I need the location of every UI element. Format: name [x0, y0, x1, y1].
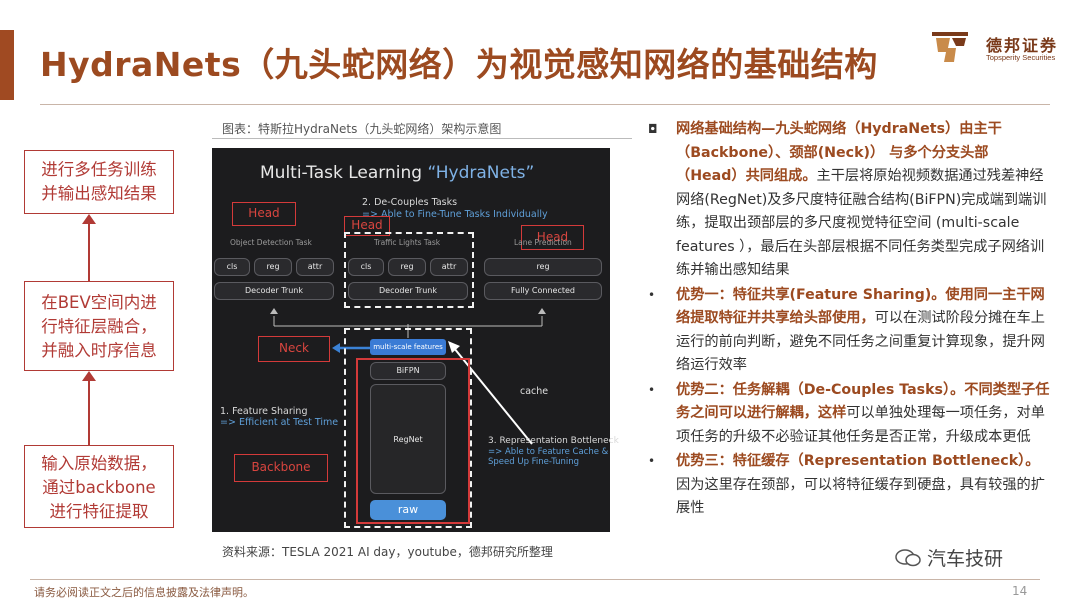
- paragraph-advantage-2-body: 可以单独处理每一项任务，对单项任务的升级不必验证其他任务是否正常，升级成本更低: [676, 405, 1045, 445]
- flow-box-output-line2: 并输出感知结果: [41, 184, 157, 203]
- flow-box-output: 进行多任务训练 并输出感知结果: [24, 150, 174, 214]
- wechat-icon: [895, 549, 921, 567]
- head-label-3: Head: [521, 225, 584, 250]
- head-reg-3: reg: [484, 258, 602, 276]
- bullet-icon: •: [648, 454, 656, 468]
- footer-disclaimer: 请务必阅读正文之后的信息披露及法律声明。: [34, 586, 254, 599]
- figure-title: Multi-Task Learning “HydraNets”: [260, 163, 534, 183]
- figure-connectors: [270, 308, 546, 445]
- flow-box-input-line1: 输入原始数据，: [41, 454, 157, 473]
- flow-box-fusion: 在BEV空间内进 行特征层融合， 并融入时序信息: [24, 281, 174, 371]
- head-attr-2: attr: [430, 258, 468, 276]
- paragraph-advantage-1-bold: 优势一：特征共享(Feature Sharing)。使用同一主干网络提取特征并共…: [676, 286, 1045, 327]
- neck-label: Neck: [258, 336, 330, 362]
- logo-subtext: Topsperity Securities: [986, 53, 1056, 62]
- bullet-icon: •: [648, 382, 656, 397]
- head-reg-2: reg: [388, 258, 426, 276]
- decoder-trunk-1: Decoder Trunk: [214, 282, 334, 300]
- head-reg-1: reg: [254, 258, 292, 276]
- decouple-title: 2. De-Couples Tasks: [362, 197, 458, 208]
- paragraph-structure-body: 主干层将原始视频数据通过残差神经网络(RegNet)及多尺度特征融合结构(BiF…: [676, 168, 1047, 278]
- wechat-watermark: 汽车技研: [895, 544, 1003, 571]
- head-cls-1: cls: [214, 258, 250, 276]
- decouple-subtitle: => Able to Fine-Tune Tasks Individually: [362, 209, 548, 220]
- backbone-red-box: [356, 358, 470, 524]
- backbone-label: Backbone: [234, 454, 328, 482]
- footer-divider: [30, 579, 1040, 580]
- paragraph-advantage-3-bold: 优势三：特征缓存（Representation Bottleneck）。: [676, 453, 1040, 469]
- header-divider: [40, 104, 1050, 105]
- rep-bottleneck-sub1: => Able to Feature Cache &: [488, 447, 609, 457]
- flow-box-input-line2: 通过backbone: [42, 478, 156, 497]
- backbone-dashed-box: [344, 328, 472, 528]
- flow-line-2: [88, 381, 90, 445]
- flow-box-input: 输入原始数据， 通过backbone 进行特征提取: [24, 445, 174, 528]
- feature-sharing-title: 1. Feature Sharing: [220, 406, 308, 417]
- figure-caption: 图表：特斯拉HydraNets（九头蛇网络）架构示意图: [222, 122, 502, 136]
- flow-box-fusion-line3: 并融入时序信息: [41, 341, 157, 360]
- page-number: 14: [1012, 584, 1028, 598]
- paragraph-structure-bold: 网络基础结构—九头蛇网络（HydraNets）由主干（Backbone）、颈部(…: [676, 121, 1002, 184]
- figure-title-main: Multi-Task Learning: [260, 163, 428, 183]
- flow-box-fusion-line1: 在BEV空间内进: [41, 293, 157, 312]
- hydranets-figure: Multi-Task Learning “HydraNets” 2. De-Co…: [212, 148, 619, 532]
- task-label-traffic: Traffic Lights Task: [374, 238, 441, 247]
- head-label-1: Head: [232, 202, 296, 226]
- multiscale-features-block: multi-scale features: [370, 339, 446, 355]
- cache-label: cache: [520, 386, 549, 397]
- title-accent-bar: [0, 30, 14, 100]
- flow-box-output-line1: 进行多任务训练: [41, 160, 157, 179]
- task-label-lane: Lane Prediction: [514, 238, 572, 247]
- paragraph-advantage-1-body: 可以在测试阶段分摊在车上运行的前向判断，避免不同任务之间重复计算现象，提升网络运…: [676, 310, 1045, 373]
- raw-input-block: raw: [370, 500, 446, 520]
- regnet-block: RegNet: [370, 384, 446, 494]
- bullet-icon: •: [648, 287, 656, 302]
- logo-icon: [932, 32, 968, 62]
- head-cls-2: cls: [348, 258, 384, 276]
- paragraph-advantage-3-body: 因为这里存在颈部，可以将特征缓存到硬盘，具有较强的扩展性: [676, 476, 1045, 517]
- explanation-text: ◘ 网络基础结构—九头蛇网络（HydraNets）由主干（Backbone）、颈…: [648, 118, 1050, 522]
- logo-text: 德邦证券: [986, 36, 1059, 55]
- square-bullet-icon: ◘: [648, 122, 658, 136]
- figure-source: 资料来源：TESLA 2021 AI day，youtube，德邦研究所整理: [222, 545, 553, 559]
- page-title: HydraNets（九头蛇网络）为视觉感知网络的基础结构: [40, 45, 878, 84]
- paragraph-advantage-2: • 优势二：任务解耦（De-Couples Tasks）。不同类型子任务之间可以…: [648, 379, 1050, 450]
- paragraph-structure: ◘ 网络基础结构—九头蛇网络（HydraNets）由主干（Backbone）、颈…: [648, 118, 1050, 283]
- flow-line-1: [88, 224, 90, 281]
- paragraph-advantage-1: • 优势一：特征共享(Feature Sharing)。使用同一主干网络提取特征…: [648, 284, 1050, 378]
- flow-arrow-up-2: [82, 371, 96, 381]
- wechat-account-name: 汽车技研: [927, 548, 1004, 570]
- head-label-2: Head: [344, 216, 390, 236]
- head-attr-1: attr: [296, 258, 334, 276]
- flow-arrow-up-1: [82, 214, 96, 224]
- caption-divider: [212, 138, 632, 139]
- fully-connected: Fully Connected: [484, 282, 602, 300]
- figure-title-quote: “HydraNets”: [427, 163, 535, 183]
- flow-box-fusion-line2: 行特征层融合，: [41, 317, 157, 336]
- paragraph-advantage-2-bold: 优势二：任务解耦（De-Couples Tasks）。不同类型子任务之间可以进行…: [676, 381, 1050, 422]
- paragraph-advantage-3: • 优势三：特征缓存（Representation Bottleneck）。因为…: [648, 450, 1050, 521]
- flow-box-input-line3: 进行特征提取: [49, 502, 149, 521]
- task-label-object: Object Detection Task: [230, 238, 312, 247]
- decoder-trunk-2: Decoder Trunk: [348, 282, 468, 300]
- rep-bottleneck-title: 3. Representation Bottleneck: [488, 436, 619, 446]
- feature-sharing-subtitle: => Efficient at Test Time: [220, 417, 339, 428]
- rep-bottleneck-sub2: Speed Up Fine-Tuning: [488, 457, 580, 467]
- bifpn-block: BiFPN: [370, 362, 446, 380]
- decouple-dashed-box: [344, 232, 474, 308]
